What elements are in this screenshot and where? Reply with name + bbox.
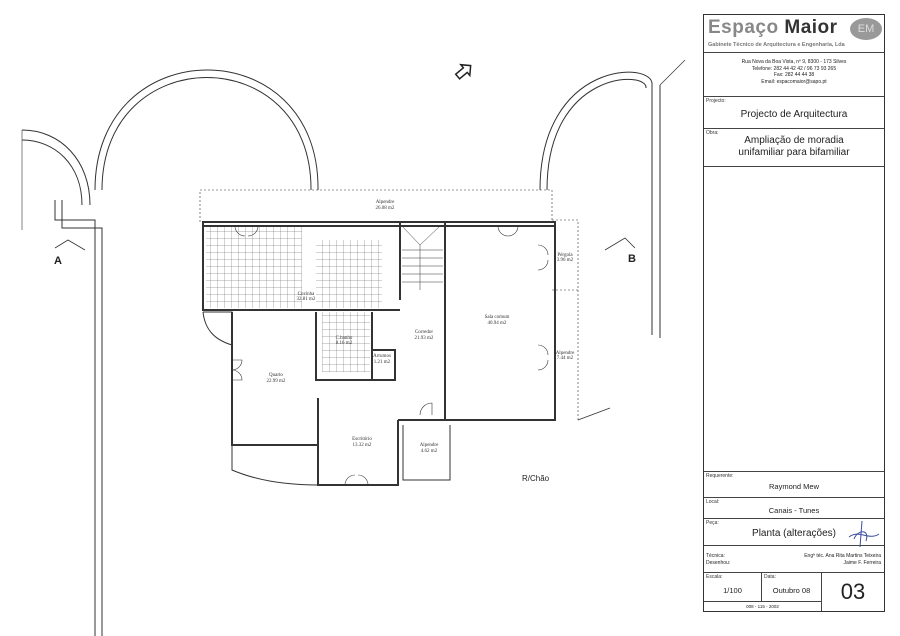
company-name-2: Maior: [784, 17, 838, 38]
room-area: 32.81 m2: [297, 297, 316, 302]
obra-line-1: Ampliação de moradia: [744, 135, 844, 146]
data-value: Outubro 08: [772, 586, 811, 595]
planter: [202, 311, 233, 346]
address: Rua Nova da Boa Vista, nº 9, 8300 - 173 …: [741, 59, 847, 65]
local-label: Local:: [706, 499, 720, 505]
company-subtitle: Gabinete Técnico de Arquitectura e Engen…: [708, 42, 845, 48]
requerente-label: Requerente:: [706, 473, 734, 479]
peca-section: Peça: Planta (alterações): [704, 519, 884, 548]
room-name: Alpendre: [376, 200, 395, 205]
room-name: Sala comum: [485, 315, 510, 320]
room-area: 3.96 m2: [557, 258, 574, 263]
obra-label: Obra:: [706, 130, 719, 136]
kitchen-tiles: [206, 226, 302, 308]
room-name: C.banho: [336, 336, 353, 341]
requerente-section: Requerente: Raymond Mew: [704, 471, 884, 498]
room-name: Alpendre: [556, 351, 575, 356]
company-logo: Espaço Maior EM Gabinete Técnico de Arqu…: [704, 15, 884, 53]
room-area: 1.21 m2: [374, 360, 391, 365]
fax: Fax: 282 44 44 38: [773, 72, 815, 78]
local-value: Canais - Tunes: [768, 506, 820, 515]
pergola-outline: [552, 219, 579, 420]
company-name: Espaço Maior: [708, 17, 838, 39]
company-name-1: Espaço: [708, 17, 779, 38]
tecnica-label: Técnica:: [706, 553, 725, 559]
escala-value: 1/100: [723, 586, 742, 595]
logo-emblem: EM: [850, 18, 882, 40]
bathroom-tiles: [322, 312, 370, 372]
phone: Telefone: 282 44 42 42 / 96 73 93 265: [751, 65, 837, 72]
desenhou-label: Desenhou:: [706, 560, 731, 566]
right-arch-terrace: [539, 59, 686, 338]
room-name: Corredor: [415, 330, 433, 335]
desenhou-value: Jaime F. Ferreira: [843, 560, 881, 566]
left-arch-terrace: [21, 69, 319, 636]
projecto-label: Projecto:: [706, 98, 726, 104]
contact-section: Rua Nova da Boa Vista, nº 9, 8300 - 173 …: [704, 53, 884, 97]
data-cell: Data: Outubro 08: [762, 573, 822, 602]
section-b-label: B: [628, 253, 636, 265]
projecto-value: Projecto de Arquitectura: [740, 109, 848, 120]
obra-section: Obra: Ampliação de moradia unifamiliar p…: [704, 129, 884, 167]
section-a-marker: [54, 239, 86, 251]
room-name: Quarto: [269, 373, 283, 378]
escala-cell: Escala: 1/100: [704, 573, 762, 602]
room-area: 7.44 m2: [557, 356, 574, 361]
room-area: 4.62 m2: [421, 449, 438, 454]
room-area: 13.32 m2: [353, 443, 372, 448]
reference-cell: 008 - 115 - 2002: [704, 602, 822, 611]
room-name: Alpendre: [420, 443, 439, 448]
north-arrow-icon: [454, 63, 472, 80]
obra-line-2: unifamiliar para bifamiliar: [738, 147, 850, 158]
section-a-label: A: [54, 255, 62, 267]
room-labels: Alpendre 26.08 m2 Cozinha 32.81 m2 C.ban…: [267, 200, 576, 454]
peca-label: Peça:: [706, 520, 719, 526]
local-section: Local: Canais - Tunes: [704, 498, 884, 519]
kitchen-tiles: [316, 240, 382, 308]
escala-label: Escala:: [706, 574, 723, 580]
sheet-number-cell: 03: [822, 573, 884, 611]
sheet-number: 03: [840, 579, 866, 604]
tecnica-value: Engª téc. Ana Rita Martins Teixeira: [804, 553, 881, 559]
room-area: 26.08 m2: [376, 206, 395, 211]
room-area: 8.16 m2: [336, 341, 353, 346]
credits-section: Técnica: Engª téc. Ana Rita Martins Teix…: [704, 546, 884, 573]
staircase: [401, 225, 443, 290]
room-area: 22.99 m2: [267, 379, 286, 384]
pergola-edge: [577, 407, 611, 421]
requerente-value: Raymond Mew: [768, 482, 820, 491]
section-b-marker: [604, 237, 636, 251]
title-block: Espaço Maior EM Gabinete Técnico de Arqu…: [703, 14, 885, 612]
peca-value: Planta (alterações): [752, 528, 836, 539]
data-label: Data:: [764, 574, 776, 580]
room-name: Pérgola: [557, 253, 573, 258]
doors: [231, 225, 549, 486]
projecto-section: Projecto: Projecto de Arquitectura: [704, 97, 884, 129]
planter: [231, 445, 319, 486]
room-name: Arrumos: [373, 354, 391, 359]
floor-label: R/Chão: [522, 474, 550, 483]
room-name: Escritório: [352, 437, 372, 442]
room-name: Cozinha: [298, 292, 315, 297]
room-area: 40.94 m2: [488, 321, 507, 326]
signature: [848, 520, 880, 548]
porch-outline: [199, 189, 553, 222]
room-area: 21.93 m2: [415, 336, 434, 341]
email: Email: espacomaior@sapo.pt: [761, 78, 827, 85]
reference-number: 008 - 115 - 2002: [746, 604, 779, 609]
